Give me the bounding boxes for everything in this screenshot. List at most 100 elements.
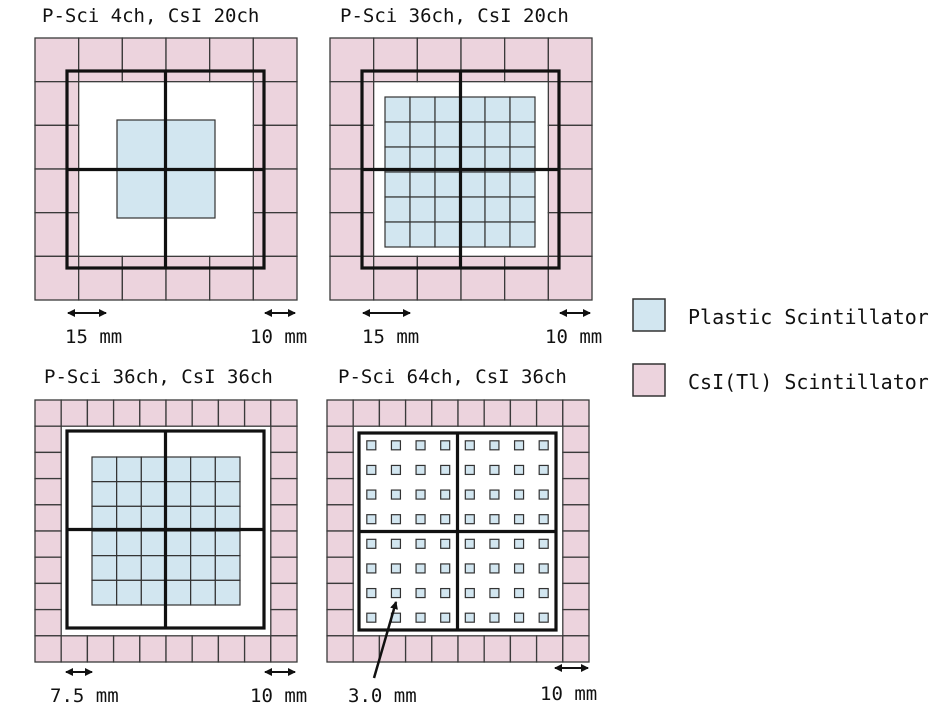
plastic-scintillator-cell — [390, 587, 402, 599]
plastic-scintillator-cell — [513, 612, 525, 623]
plastic-scintillator-cell — [384, 221, 411, 248]
legend-label-plastic: Plastic Scintillator — [688, 305, 929, 329]
csi-crystal — [165, 37, 211, 83]
plastic-scintillator-grid — [384, 96, 536, 248]
plastic-scintillator-cell — [459, 171, 486, 198]
csi-crystal — [78, 37, 123, 83]
plastic-scintillator-cell — [509, 196, 536, 223]
csi-crystal — [547, 168, 593, 214]
csi-crystal — [404, 399, 433, 427]
plastic-scintillator-cell — [116, 530, 142, 557]
plastic-scintillator-cell — [214, 456, 241, 483]
plastic-scintillator-cell — [390, 489, 402, 500]
csi-crystal — [121, 255, 167, 301]
plastic-scintillator-cell — [440, 538, 451, 549]
plastic-scintillator-cell — [513, 464, 525, 476]
plastic-scintillator-cell — [190, 481, 216, 507]
plastic-scintillator-cell — [366, 587, 377, 599]
csi-crystal — [252, 81, 298, 126]
legend-swatch-plastic — [632, 298, 666, 332]
csi-crystal — [416, 37, 462, 83]
csi-crystal — [270, 451, 298, 480]
plastic-scintillator-cell — [434, 121, 461, 148]
plastic-scintillator-cell — [140, 530, 167, 557]
plastic-scintillator-cell — [165, 579, 192, 606]
csi-crystal — [326, 425, 354, 454]
csi-crystal — [86, 635, 115, 663]
plastic-scintillator-cell — [190, 456, 216, 483]
csi-crystal — [34, 608, 62, 637]
plastic-scintillator-cell — [390, 514, 402, 525]
csi-crystal — [326, 582, 354, 611]
plastic-scintillator-cell — [509, 221, 536, 248]
csi-crystal — [562, 608, 590, 637]
csi-crystal — [547, 212, 593, 257]
plastic-scintillator-cell — [384, 196, 411, 223]
csi-crystal — [243, 399, 272, 427]
csi-crystal — [112, 399, 141, 427]
plastic-scintillator-cell — [538, 489, 549, 500]
csi-crystal — [509, 635, 538, 663]
plastic-scintillator-cell — [409, 221, 436, 248]
plastic-scintillator-cell — [116, 119, 167, 170]
plastic-scintillator-cell — [415, 464, 426, 476]
csi-crystal — [329, 81, 375, 126]
csi-crystal — [252, 255, 298, 301]
csi-crystal — [547, 37, 593, 83]
panel-title: P-Sci 64ch, CsI 36ch — [338, 366, 567, 388]
readout-frame — [65, 429, 266, 630]
dimension-label-left: 3.0 mm — [348, 685, 417, 707]
plastic-scintillator-cell — [366, 440, 377, 451]
csi-crystal — [34, 81, 80, 126]
plastic-scintillator-cell — [366, 464, 377, 476]
dimension-label-left: 15 mm — [65, 326, 122, 348]
plastic-scintillator-cell — [489, 612, 500, 623]
csi-crystal — [34, 451, 62, 480]
plastic-scintillator-cell — [91, 505, 118, 532]
plastic-scintillator-cell — [214, 530, 241, 557]
csi-crystal — [547, 124, 593, 170]
dimension-label-left: 15 mm — [362, 326, 419, 348]
csi-crystal — [509, 399, 538, 427]
plastic-scintillator-cell — [538, 563, 549, 574]
plastic-scintillator-cell — [116, 168, 167, 219]
plastic-scintillator-cell — [464, 538, 475, 549]
csi-crystal — [562, 504, 590, 532]
plastic-scintillator-cell — [140, 456, 167, 483]
plastic-scintillator-cell — [116, 481, 142, 507]
csi-crystal — [34, 124, 80, 170]
csi-crystal — [34, 477, 62, 506]
plastic-scintillator-cell — [165, 555, 192, 581]
plastic-scintillator-cell — [513, 587, 525, 599]
csi-crystal — [562, 451, 590, 480]
plastic-scintillator-cell — [214, 481, 241, 507]
plastic-scintillator-cell — [390, 464, 402, 476]
csi-crystal — [460, 255, 506, 301]
plastic-scintillator-cell — [190, 555, 216, 581]
plastic-scintillator-cell — [434, 221, 461, 248]
csi-crystal — [562, 556, 590, 585]
csi-crystal — [270, 399, 298, 427]
plastic-scintillator-cell — [513, 489, 525, 500]
plastic-scintillator-block — [116, 119, 216, 219]
plastic-scintillator-cell — [434, 171, 461, 198]
csi-ring — [329, 37, 593, 301]
csi-crystal — [547, 81, 593, 126]
csi-crystal — [34, 582, 62, 611]
csi-crystal — [34, 212, 80, 257]
plastic-scintillator-cell — [165, 481, 192, 507]
plastic-scintillator-cell — [409, 196, 436, 223]
plastic-scintillator-cell — [484, 96, 511, 123]
csi-crystal — [562, 399, 590, 427]
csi-crystal — [326, 477, 354, 506]
plastic-scintillator-cell — [91, 481, 118, 507]
plastic-scintillator-cell — [440, 612, 451, 623]
csi-crystal — [243, 635, 272, 663]
plastic-scintillator-cell — [464, 612, 475, 623]
plastic-scintillator-cell — [509, 171, 536, 198]
csi-crystal — [191, 635, 220, 663]
csi-crystal — [457, 399, 485, 427]
plastic-scintillator-cell — [384, 121, 411, 148]
plastic-scintillator-cell — [434, 96, 461, 123]
plastic-scintillator-cell — [459, 221, 486, 248]
